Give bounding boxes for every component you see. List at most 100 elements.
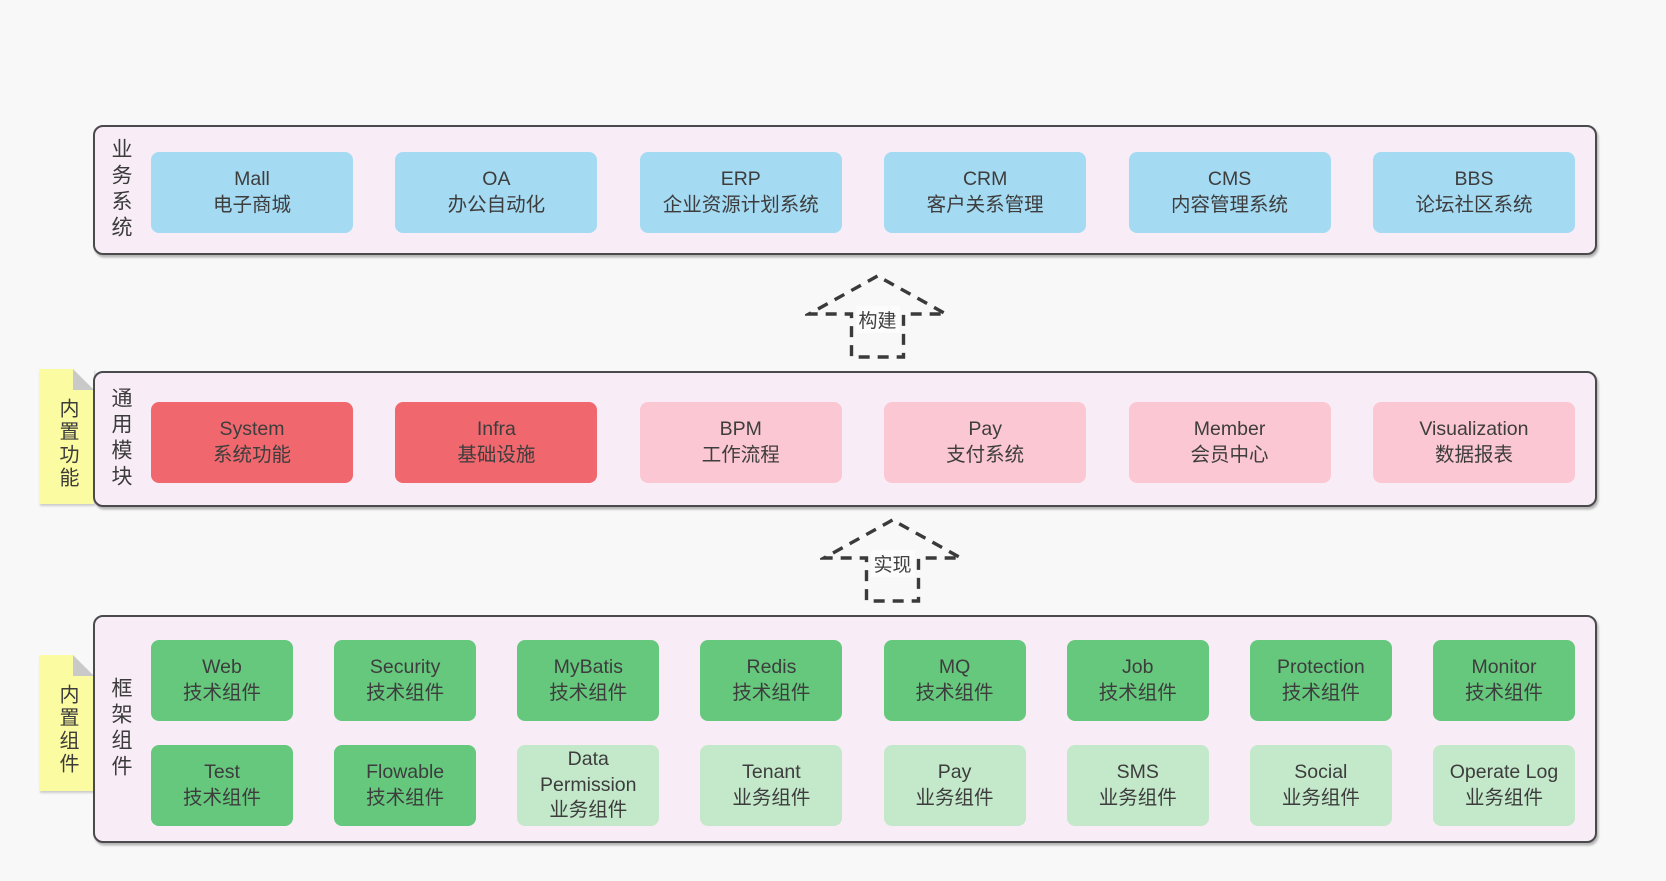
panel-business-systems: 业务系统 Mall 电子商城 OA 办公自动化 ERP 企业资源计划系统: [93, 125, 1597, 255]
box-subtitle-zh: 技术组件: [1098, 681, 1177, 704]
note-text: 内置组件: [56, 684, 78, 776]
box-subtitle-zh: 内容管理系统: [1171, 193, 1289, 216]
box-title-en: Mall: [234, 168, 270, 190]
business-boxes-row: Mall 电子商城 OA 办公自动化 ERP 企业资源计划系统 CRM 客户关系…: [151, 152, 1575, 233]
box-subtitle-zh: 客户关系管理: [926, 193, 1044, 216]
folded-corner-icon: [73, 655, 94, 676]
sticky-note-builtin-features: 内置功能: [39, 369, 94, 504]
box-sms: SMS 业务组件: [1066, 745, 1209, 826]
box-subtitle-zh: 基础设施: [457, 443, 536, 466]
box-title-en: Tenant: [742, 761, 801, 783]
box-member: Member 会员中心: [1128, 402, 1331, 483]
box-pay: Pay 支付系统: [884, 402, 1087, 483]
arrow-label: 实现: [870, 550, 915, 577]
panel-framework-components: 框架组件 Web 技术组件 Security 技术组件 MyBatis 技术组件: [93, 615, 1597, 843]
arrow-implement: 实现: [820, 515, 965, 605]
box-tenant: Tenant 业务组件: [700, 745, 843, 826]
box-subtitle-zh: 会员中心: [1190, 443, 1269, 466]
box-visualization: Visualization 数据报表: [1372, 402, 1575, 483]
box-subtitle-zh: 工作流程: [701, 443, 780, 466]
modules-boxes-row: System 系统功能 Infra 基础设施 BPM 工作流程 Pay 支付系统: [151, 402, 1575, 483]
box-subtitle-zh: 技术组件: [366, 681, 445, 704]
box-subtitle-zh: 支付系统: [946, 443, 1025, 466]
components-row-1: Web 技术组件 Security 技术组件 MyBatis 技术组件 Redi…: [151, 640, 1575, 721]
box-title-en: CRM: [962, 168, 1008, 190]
box-title-en: Pay: [937, 761, 972, 783]
box-job: Job 技术组件: [1066, 640, 1209, 721]
box-subtitle-zh: 办公自动化: [447, 193, 546, 216]
box-subtitle-zh: 电子商城: [212, 193, 291, 216]
note-text: 内置功能: [56, 397, 78, 490]
box-subtitle-zh: 技术组件: [366, 786, 445, 809]
box-social: Social 业务组件: [1249, 745, 1392, 826]
arrow-label: 构建: [855, 306, 900, 333]
box-operate-log: Operate Log 业务组件: [1432, 745, 1575, 826]
box-title-en: Job: [1121, 656, 1154, 678]
box-title-en: BBS: [1454, 168, 1494, 190]
section-label-framework-components: 框架组件: [109, 677, 132, 781]
box-subtitle-zh: 业务组件: [732, 786, 811, 809]
folded-corner-icon: [73, 369, 94, 390]
dashed-up-arrow-icon: [820, 518, 965, 603]
box-title-en: Operate Log: [1449, 761, 1559, 783]
panel-common-modules: 通用模块 System 系统功能 Infra 基础设施 BPM 工作流程: [93, 371, 1597, 507]
box-monitor: Monitor 技术组件: [1432, 640, 1575, 721]
box-subtitle-zh: 技术组件: [1281, 681, 1360, 704]
dashed-up-arrow-icon: [805, 274, 950, 359]
box-title-en: Pay: [968, 418, 1002, 440]
box-title-en: MyBatis: [553, 656, 623, 678]
box-protection: Protection 技术组件: [1249, 640, 1392, 721]
box-title-en: Visualization: [1419, 418, 1529, 440]
box-subtitle-zh: 业务组件: [1098, 786, 1177, 809]
box-title-en: System: [219, 418, 285, 440]
box-mq: MQ 技术组件: [883, 640, 1026, 721]
box-crm: CRM 客户关系管理: [884, 152, 1087, 233]
box-infra: Infra 基础设施: [395, 402, 598, 483]
box-mall: Mall 电子商城: [151, 152, 353, 233]
box-mybatis: MyBatis 技术组件: [517, 640, 660, 721]
box-system: System 系统功能: [151, 402, 353, 483]
box-title-en: SMS: [1116, 761, 1159, 783]
box-security: Security 技术组件: [334, 640, 477, 721]
box-title-en: CMS: [1207, 168, 1252, 190]
box-subtitle-zh: 技术组件: [182, 786, 261, 809]
box-subtitle-zh: 系统功能: [212, 443, 291, 466]
box-title-en: OA: [482, 168, 511, 190]
box-subtitle-zh: 业务组件: [1464, 786, 1543, 809]
box-subtitle-zh: 业务组件: [915, 786, 994, 809]
box-cms: CMS 内容管理系统: [1128, 152, 1331, 233]
box-title-en: Protection: [1276, 656, 1365, 678]
box-title-en: Data Permission: [540, 748, 637, 796]
box-title-en: Social: [1294, 761, 1348, 783]
box-bbs: BBS 论坛社区系统: [1372, 152, 1575, 233]
sticky-note-builtin-components: 内置组件: [39, 655, 94, 791]
box-subtitle-zh: 数据报表: [1434, 443, 1513, 466]
box-subtitle-zh: 业务组件: [1281, 786, 1360, 809]
box-subtitle-zh: 企业资源计划系统: [662, 193, 819, 216]
box-subtitle-zh: 业务组件: [549, 799, 628, 822]
arrow-build: 构建: [805, 271, 950, 361]
box-test: Test 技术组件: [151, 745, 293, 826]
box-data-permission: Data Permission 业务组件: [517, 745, 660, 826]
box-title-en: BPM: [719, 418, 762, 440]
box-title-en: Member: [1193, 418, 1266, 440]
box-subtitle-zh: 技术组件: [915, 681, 994, 704]
box-redis: Redis 技术组件: [700, 640, 843, 721]
box-title-en: ERP: [720, 168, 761, 190]
section-label-common-modules: 通用模块: [109, 387, 132, 491]
box-title-en: Infra: [476, 418, 516, 440]
box-subtitle-zh: 技术组件: [732, 681, 811, 704]
box-oa: OA 办公自动化: [395, 152, 598, 233]
box-title-en: Monitor: [1471, 656, 1537, 678]
box-subtitle-zh: 技术组件: [1464, 681, 1543, 704]
box-bpm: BPM 工作流程: [639, 402, 842, 483]
components-row-2: Test 技术组件 Flowable 技术组件 Data Permission …: [151, 745, 1575, 826]
box-pay-biz: Pay 业务组件: [883, 745, 1026, 826]
box-title-en: Test: [204, 761, 240, 783]
box-title-en: Flowable: [366, 761, 445, 783]
box-erp: ERP 企业资源计划系统: [639, 152, 842, 233]
box-title-en: MQ: [938, 656, 971, 678]
box-subtitle-zh: 技术组件: [182, 681, 261, 704]
box-title-en: Security: [369, 656, 441, 678]
